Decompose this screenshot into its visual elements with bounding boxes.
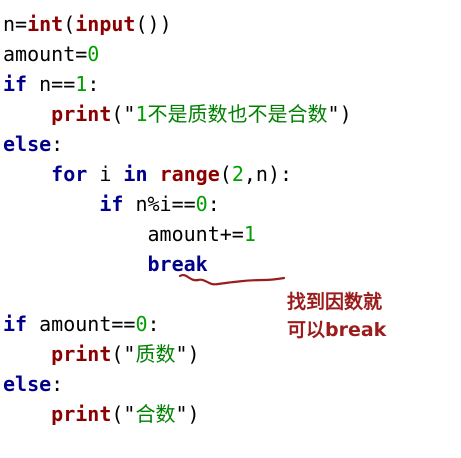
number-literal: 1 (75, 72, 88, 96)
keyword-else: else (3, 372, 52, 396)
builtin-range: range (159, 162, 220, 186)
code-line-2: amount=0 (3, 39, 99, 69)
annotation-line-2: 可以break (287, 319, 387, 341)
code-token: : (51, 132, 64, 156)
code-token: : (51, 372, 64, 396)
string-literal: 质数 (135, 342, 176, 366)
code-token: n= (3, 12, 28, 36)
code-token (148, 162, 160, 186)
annotation-line-1: 找到因数就 (287, 291, 383, 313)
code-token: ") (175, 402, 200, 426)
string-literal: 不是质数也不是合数 (147, 102, 328, 126)
builtin-input: input (75, 12, 136, 36)
code-line-12: print("质数") (3, 339, 200, 369)
code-token: ( (219, 162, 232, 186)
builtin-int: int (27, 12, 64, 36)
code-token: amount+= (147, 222, 244, 246)
code-token: (" (111, 102, 136, 126)
code-token: ") (175, 342, 200, 366)
code-token: n== (27, 72, 76, 96)
builtin-print: print (51, 102, 112, 126)
code-line-1: n=int(input()) (3, 9, 172, 39)
code-token: amount== (27, 312, 136, 336)
code-token: ") (327, 102, 352, 126)
wavy-underline-mark (178, 274, 286, 286)
builtin-print: print (51, 402, 112, 426)
indent (3, 342, 51, 366)
indent (3, 192, 99, 216)
code-token: i (87, 162, 124, 186)
code-line-13: else: (3, 369, 63, 399)
code-line-7: if n%i==0: (3, 189, 220, 219)
code-line-3: if n==1: (3, 69, 99, 99)
indent (3, 252, 148, 276)
keyword-if: if (3, 72, 28, 96)
indent (3, 222, 148, 246)
code-token: : (147, 312, 160, 336)
number-literal: 1 (135, 102, 148, 126)
code-line-6: for i in range(2,n): (3, 159, 292, 189)
number-literal: 0 (87, 42, 100, 66)
code-token: ,n): (243, 162, 293, 186)
number-literal: 2 (231, 162, 244, 186)
indent (3, 162, 51, 186)
code-line-8: amount+=1 (3, 219, 256, 249)
code-token: n%i== (123, 192, 196, 216)
code-token: ( (63, 12, 76, 36)
code-token: ()) (135, 12, 172, 36)
keyword-in: in (123, 162, 148, 186)
code-line-11: if amount==0: (3, 309, 160, 339)
annotation-note: 找到因数就 可以break (287, 288, 447, 344)
code-token: : (207, 192, 220, 216)
code-token: (" (111, 342, 136, 366)
keyword-if: if (99, 192, 124, 216)
code-token: (" (111, 402, 136, 426)
indent (3, 402, 51, 426)
number-literal: 1 (243, 222, 256, 246)
builtin-print: print (51, 342, 112, 366)
code-line-14: print("合数") (3, 399, 200, 429)
code-token: amount= (3, 42, 88, 66)
keyword-else: else (3, 132, 52, 156)
keyword-break: break (147, 252, 208, 276)
code-token: : (87, 72, 100, 96)
code-line-4: print("1不是质数也不是合数") (3, 99, 352, 129)
number-literal: 0 (195, 192, 208, 216)
code-line-9: break (3, 249, 208, 279)
number-literal: 0 (135, 312, 148, 336)
keyword-if: if (3, 312, 28, 336)
keyword-for: for (51, 162, 88, 186)
indent (3, 102, 51, 126)
string-literal: 合数 (135, 402, 176, 426)
code-line-5: else: (3, 129, 63, 159)
